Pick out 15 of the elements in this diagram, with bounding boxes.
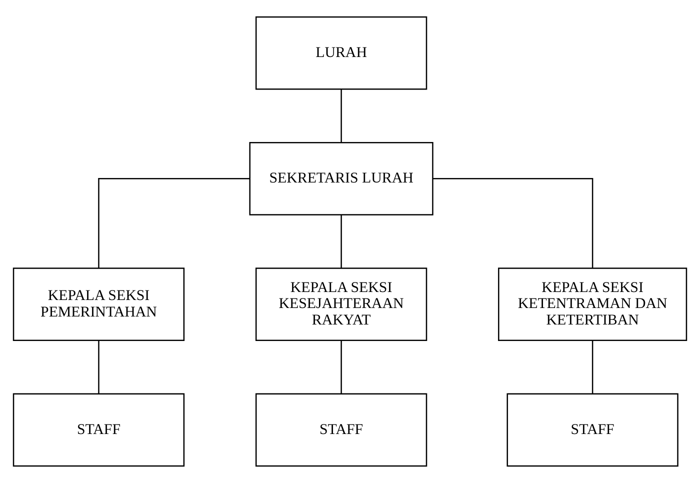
connector xyxy=(592,340,594,394)
connector xyxy=(98,340,100,394)
connector xyxy=(340,88,342,142)
node-box: STAFF xyxy=(506,392,678,466)
node-box: STAFF xyxy=(255,392,428,466)
connector xyxy=(340,214,342,268)
node-box: KEPALA SEKSI KETENTRAMAN DAN KETERTIBAN xyxy=(498,267,688,341)
connector xyxy=(433,178,594,268)
node-box: KEPALA SEKSI KESEJAHTERAAN RAKYAT xyxy=(255,267,428,341)
node-box: LURAH xyxy=(255,16,428,90)
node-box: SEKRETARIS LURAH xyxy=(249,141,434,215)
node-box: STAFF xyxy=(12,392,185,466)
connector xyxy=(98,178,250,268)
connector xyxy=(340,340,342,394)
node-box: KEPALA SEKSI PEMERINTAHAN xyxy=(12,267,185,341)
